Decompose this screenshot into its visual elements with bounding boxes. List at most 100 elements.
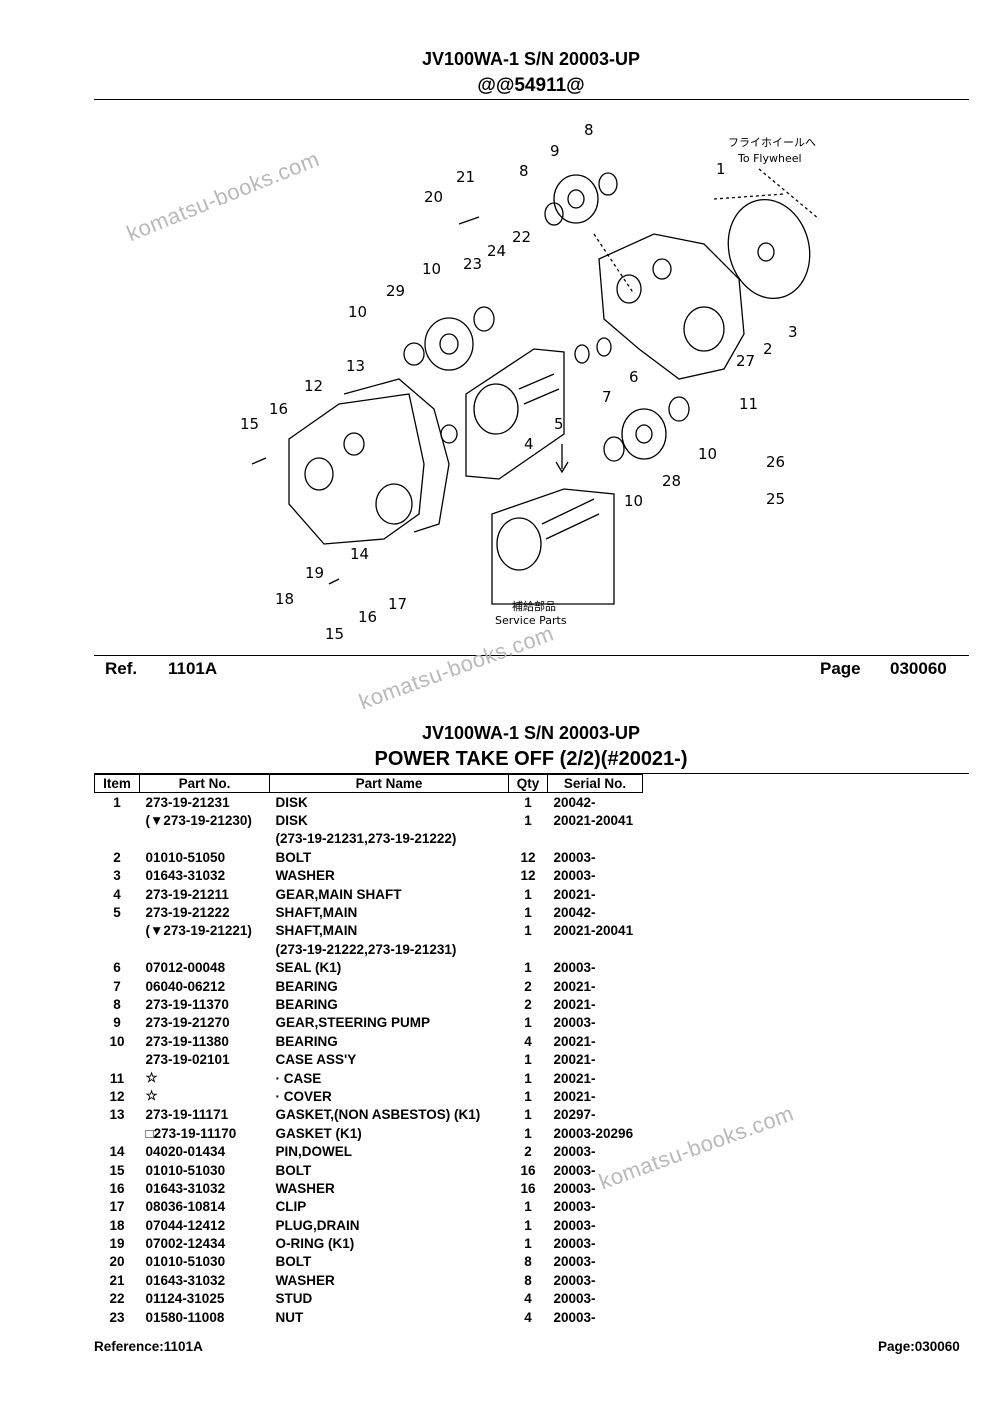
cover-bore-2 — [375, 483, 413, 525]
cover-bore-1 — [304, 457, 334, 491]
ref-rule — [94, 655, 969, 656]
row-part-no: 06040-06212 — [145, 978, 226, 994]
row-item: 11 — [109, 1070, 125, 1086]
row-item — [95, 811, 140, 829]
row-part-name: BOLT — [275, 1162, 312, 1178]
row-part-no: 07012-00048 — [145, 960, 226, 976]
ref-value: 1101A — [168, 659, 218, 678]
callout-16a: 16 — [269, 400, 288, 418]
row-qty: 4 — [524, 1291, 532, 1307]
row-part-no: 273-19-02101 — [145, 1052, 230, 1068]
callout-9: 9 — [550, 142, 560, 160]
table-header-row: Item Part No. Part Name Qty Serial No. — [94, 774, 643, 793]
callout-24: 24 — [487, 242, 506, 260]
parts-model-line: JV100WA-1 S/N 20003-UP — [421, 723, 641, 743]
row-part-name: · CASE — [275, 1070, 322, 1086]
row-item: 20 — [109, 1254, 125, 1270]
row-part-name: CLIP — [275, 1199, 307, 1215]
row-serial: 20021- — [553, 978, 596, 994]
row-part-no: 08036-10814 — [145, 1199, 226, 1215]
bearing-7b — [440, 424, 458, 444]
row-serial: 20021-20041 — [553, 923, 634, 939]
row-serial: 20003- — [553, 1254, 596, 1270]
bearing-10c — [603, 436, 625, 462]
row-part-no: 273-19-21211 — [145, 886, 229, 902]
service-parts-label: Service Parts — [495, 614, 567, 627]
row-qty: 1 — [524, 960, 532, 976]
row-serial — [548, 830, 643, 848]
row-part-name: STUD — [275, 1291, 313, 1307]
exploded-parts-diagram: 1 2 3 4 5 6 7 8 8 9 10 10 10 10 11 12 13… — [240, 121, 820, 643]
shaft-5-service — [541, 498, 600, 540]
callout-6: 6 — [629, 368, 639, 386]
gear-4 — [473, 383, 519, 435]
row-qty: 1 — [524, 1236, 532, 1252]
gear-9 — [553, 174, 599, 224]
leader-lines — [593, 168, 820, 295]
row-part-name: BOLT — [275, 849, 312, 865]
row-serial: 20042- — [553, 794, 596, 810]
row-serial: 20021- — [553, 996, 596, 1012]
page-value: 030060 — [890, 659, 947, 678]
row-part-name: GASKET (K1) — [275, 1125, 362, 1141]
row-item: 13 — [109, 1107, 125, 1123]
row-part-no: 01643-31032 — [145, 868, 226, 884]
row-qty: 4 — [524, 1033, 532, 1049]
case-outline — [598, 233, 745, 380]
row-qty: 1 — [524, 1107, 532, 1123]
row-item — [95, 922, 140, 940]
bearing-10b — [403, 342, 425, 366]
row-serial: 20003- — [553, 1309, 596, 1325]
row-part-no: 273-19-11380 — [145, 1033, 229, 1049]
row-item: 7 — [113, 978, 121, 994]
row-qty: 1 — [524, 1015, 532, 1031]
row-serial: 20042- — [553, 905, 596, 921]
case-bore-1 — [616, 274, 642, 304]
callout-15a: 15 — [240, 415, 259, 433]
shaft-5 — [518, 373, 560, 405]
row-part-name: BEARING — [275, 978, 338, 994]
col-part-name: Part Name — [269, 774, 509, 793]
bearing-10a — [473, 306, 495, 332]
row-part-name: (273-19-21231,273-19-21222) — [275, 831, 457, 847]
row-serial: 20021- — [553, 1033, 596, 1049]
row-serial: 20003- — [553, 1236, 596, 1252]
row-qty: 2 — [524, 1144, 532, 1160]
row-part-no: 01010-51030 — [145, 1162, 226, 1178]
row-item: 18 — [109, 1217, 125, 1233]
row-serial: 20021- — [553, 1088, 596, 1104]
row-qty: 1 — [524, 1217, 532, 1233]
row-serial: 20021- — [553, 1070, 596, 1086]
row-item: 10 — [109, 1033, 125, 1049]
row-serial: 20003- — [553, 1291, 596, 1307]
row-part-name: WASHER — [275, 868, 335, 884]
case-bore-2 — [683, 306, 725, 352]
callout-8a: 8 — [584, 121, 594, 139]
row-serial: 20003- — [553, 1199, 596, 1215]
gear-28 — [621, 408, 667, 460]
callout-18: 18 — [275, 590, 294, 608]
row-qty: 1 — [524, 1199, 532, 1215]
top-header-rule — [94, 99, 969, 100]
row-serial: 20003- — [553, 1144, 596, 1160]
gear-4-service — [496, 517, 542, 571]
cover-bore-3 — [343, 432, 365, 456]
row-part-name: PIN,DOWEL — [275, 1144, 353, 1160]
row-part-no: 07002-12434 — [145, 1236, 226, 1252]
to-flywheel-jp: フライホイールへ — [728, 136, 816, 149]
row-item: 12 — [109, 1088, 125, 1104]
row-qty: 12 — [520, 849, 536, 865]
row-item: 9 — [113, 1015, 121, 1031]
row-part-no: 07044-12412 — [145, 1217, 226, 1233]
detail-box-2 — [491, 488, 615, 605]
callout-11: 11 — [739, 395, 758, 413]
callout-19: 19 — [305, 564, 324, 582]
